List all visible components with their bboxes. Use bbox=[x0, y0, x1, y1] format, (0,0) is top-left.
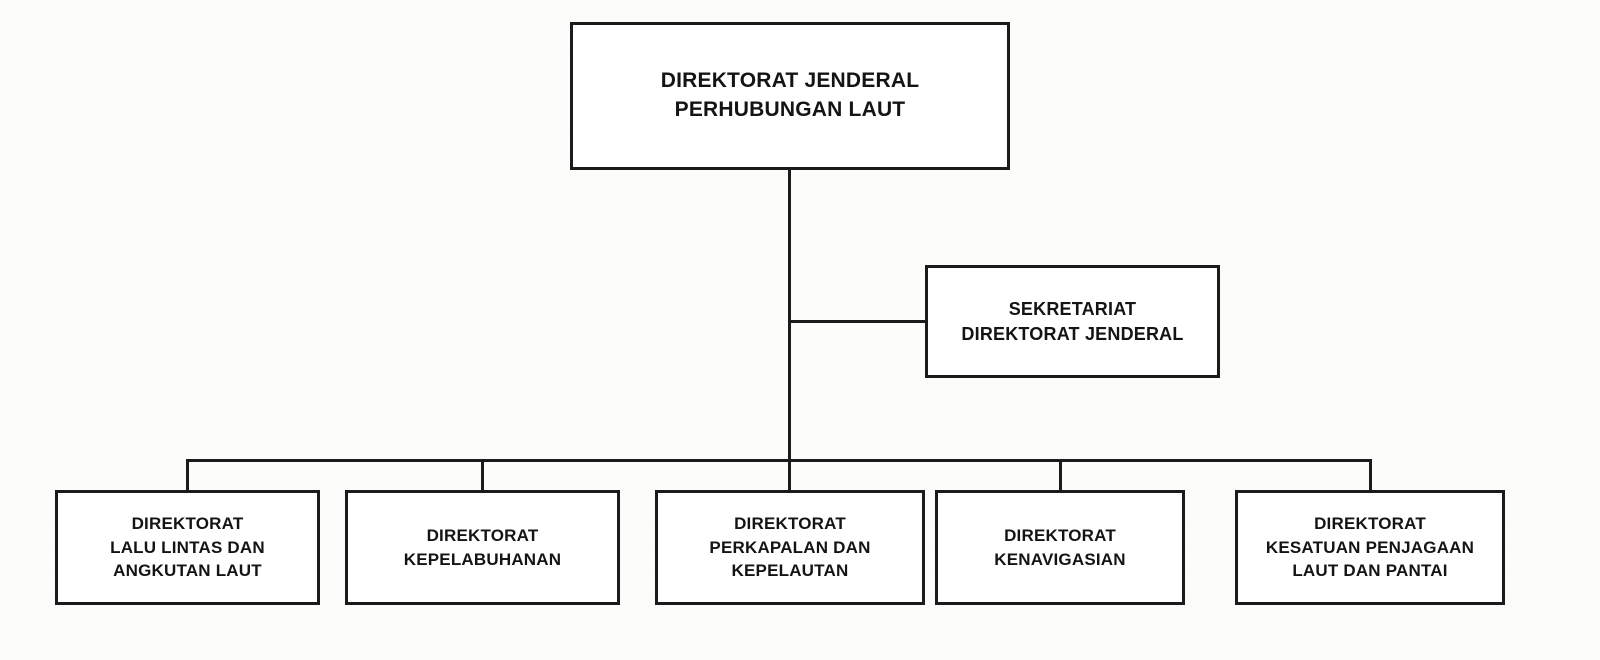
node-label-line: DIREKTORAT bbox=[426, 526, 539, 546]
node-label-line: KENAVIGASIAN bbox=[994, 549, 1126, 569]
connector-drop-4 bbox=[1059, 459, 1062, 490]
node-direktorat-lalu-lintas-dan-angkutan-laut: DIREKTORAT LALU LINTAS DAN ANGKUTAN LAUT bbox=[55, 490, 320, 605]
node-label-line: KEPELABUHANAN bbox=[403, 549, 562, 569]
node-label-line: LAUT DAN PANTAI bbox=[1292, 561, 1448, 581]
connector-drop-3 bbox=[788, 459, 791, 490]
node-label-line: DIREKTORAT bbox=[1004, 526, 1116, 546]
node-sekretariat-direktorat-jenderal: SEKRETARIAT DIREKTORAT JENDERAL bbox=[925, 265, 1220, 378]
node-direktorat-kesatuan-penjagaan-laut-dan-pantai: DIREKTORAT KESATUAN PENJAGAAN LAUT DAN P… bbox=[1235, 490, 1505, 605]
node-label-line: LALU LINTAS DAN bbox=[110, 537, 265, 557]
node-label-line: KEPELAUTAN bbox=[731, 561, 849, 581]
node-direktorat-kenavigasian: DIREKTORAT KENAVIGASIAN bbox=[935, 490, 1185, 605]
node-label-line: DIREKTORAT JENDERAL bbox=[961, 323, 1184, 344]
node-label-line: DIREKTORAT bbox=[1314, 514, 1426, 534]
connector-drop-5 bbox=[1369, 459, 1372, 490]
connector-drop-1 bbox=[186, 459, 189, 490]
node-direktorat-jenderal-perhubungan-laut: DIREKTORAT JENDERAL PERHUBUNGAN LAUT bbox=[570, 22, 1010, 170]
node-label-line: SEKRETARIAT bbox=[1008, 298, 1137, 319]
node-label-line: KESATUAN PENJAGAAN bbox=[1265, 537, 1475, 557]
connector-bottom-rail bbox=[186, 459, 1372, 462]
node-label-line: PERHUBUNGAN LAUT bbox=[674, 98, 906, 121]
node-direktorat-kepelabuhanan: DIREKTORAT KEPELABUHANAN bbox=[345, 490, 620, 605]
node-label-line: DIREKTORAT bbox=[734, 514, 846, 534]
node-label-line: ANGKUTAN LAUT bbox=[113, 561, 262, 581]
node-label-line: DIREKTORAT JENDERAL bbox=[660, 69, 920, 93]
node-label-line: PERKAPALAN DAN bbox=[709, 537, 871, 557]
node-direktorat-perkapalan-dan-kepelautan: DIREKTORAT PERKAPALAN DAN KEPELAUTAN bbox=[655, 490, 925, 605]
connector-drop-2 bbox=[481, 459, 484, 490]
node-label-line: DIREKTORAT bbox=[131, 514, 244, 534]
connector-secretariat-stub bbox=[788, 320, 925, 323]
connector-root-trunk bbox=[788, 170, 791, 462]
